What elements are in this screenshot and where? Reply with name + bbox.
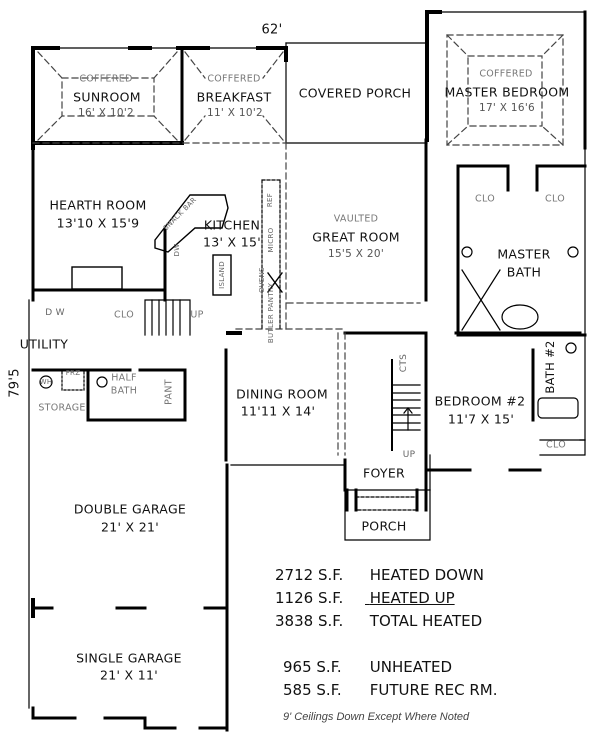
great-room-size: 15'5 X 20': [327, 248, 385, 260]
hearth-room-label: HEARTH ROOM: [49, 197, 147, 213]
master-closet-right-label: CLO: [545, 193, 565, 205]
sf-label: FUTURE REC RM.: [369, 681, 498, 699]
double-garage-label: DOUBLE GARAGE: [73, 501, 187, 517]
dishwasher-label: DW: [173, 243, 181, 257]
island-label: ISLAND: [218, 261, 226, 289]
master-closet-left-label: CLO: [475, 193, 495, 205]
sf-value: 585 S.F.: [283, 681, 342, 699]
breakfast-label: BREAKFAST: [196, 89, 272, 105]
cts-label: CTS: [399, 353, 409, 373]
kitchen-counters: [71, 179, 283, 331]
single-garage-size: 21' X 11': [100, 667, 158, 683]
master-bedroom-ceiling-note: COFFERED: [479, 68, 533, 80]
utility-label: UTILITY: [19, 336, 69, 352]
bath2-label: BATH #2: [543, 340, 557, 394]
sunroom-size: 16' X 10'2: [77, 107, 135, 119]
kitchen-size: 13' X 15': [203, 234, 261, 250]
stairs-up-label-foyer: UP: [402, 450, 416, 460]
breakfast-size: 11' X 10'2: [206, 107, 264, 119]
stairs-up-label-utility: UP: [190, 309, 204, 321]
kitchen-label: KITCHEN: [203, 217, 261, 233]
butler-pantry-label: BUTLER PANTRY: [267, 282, 275, 344]
master-bedroom-size: 17' X 16'6: [478, 102, 536, 114]
water-heater-label: WH: [39, 378, 53, 386]
porch-label: PORCH: [361, 518, 407, 534]
micro-label: MICRO: [267, 227, 275, 253]
sf-row-heated-up: 1126 S.F. HEATED UP: [275, 589, 455, 607]
utility-closet-label: CLO: [114, 309, 134, 321]
storage-label: STORAGE: [38, 402, 86, 414]
sf-value: 965 S.F.: [283, 658, 342, 676]
depth-dimension: 79'5: [7, 368, 23, 398]
sf-label: UNHEATED: [369, 658, 453, 676]
hearth-room-size: 13'10 X 15'9: [56, 215, 140, 231]
bedroom2-label: BEDROOM #2: [434, 393, 526, 409]
half-bath-label-line2: BATH: [110, 385, 138, 397]
breakfast-ceiling-note: COFFERED: [207, 73, 261, 85]
garage-divider: [31, 598, 229, 618]
sf-row-unheated: 965 S.F. UNHEATED: [283, 658, 452, 676]
bedroom2-size: 11'7 X 15': [447, 411, 515, 427]
foyer-label: FOYER: [362, 465, 406, 481]
great-room-ceiling-note: VAULTED: [333, 213, 379, 225]
covered-porch-label: COVERED PORCH: [298, 85, 412, 101]
sf-label: HEATED UP: [369, 589, 455, 607]
sunroom-ceiling-note: COFFERED: [79, 73, 133, 85]
freezer-label: FRZ: [65, 369, 81, 377]
sf-value: 2712 S.F.: [275, 566, 344, 584]
sf-row-heated-down: 2712 S.F. HEATED DOWN: [275, 566, 484, 584]
master-bath-label-line2: BATH: [506, 264, 542, 280]
master-bedroom-label: MASTER BEDROOM: [444, 84, 570, 100]
sunroom-label: SUNROOM: [73, 89, 141, 105]
width-dimension: 62': [261, 22, 283, 38]
bath-fixtures: [39, 246, 579, 419]
single-garage-label: SINGLE GARAGE: [76, 650, 182, 666]
bedroom2-closet-label: CLO: [546, 439, 566, 451]
great-room-label: GREAT ROOM: [312, 229, 400, 245]
dining-room-label: DINING ROOM: [236, 386, 328, 402]
sf-row-future-rec: 585 S.F. FUTURE REC RM.: [283, 681, 497, 699]
ovens-label: OVENS: [258, 267, 266, 293]
sf-label: HEATED DOWN: [369, 566, 485, 584]
refrigerator-label: REF: [266, 192, 274, 208]
sf-value: 3838 S.F.: [275, 612, 344, 630]
stairs: [144, 299, 421, 451]
dryer-washer-label: D W: [45, 308, 65, 318]
ceiling-note: 9' Ceilings Down Except Where Noted: [283, 711, 470, 723]
half-bath-label-line1: HALF: [111, 372, 137, 384]
dining-room-size: 11'11 X 14': [240, 403, 316, 419]
sf-value: 1126 S.F.: [275, 589, 344, 607]
sf-label: TOTAL HEATED: [369, 612, 483, 630]
sf-row-total-heated: 3838 S.F. TOTAL HEATED: [275, 612, 482, 630]
front-stoop: [345, 488, 428, 512]
pantry-label: PANT: [163, 379, 175, 405]
master-bath-label-line1: MASTER: [497, 246, 551, 262]
coffered-ceilings: [32, 34, 564, 456]
double-garage-size: 21' X 21': [101, 519, 159, 535]
